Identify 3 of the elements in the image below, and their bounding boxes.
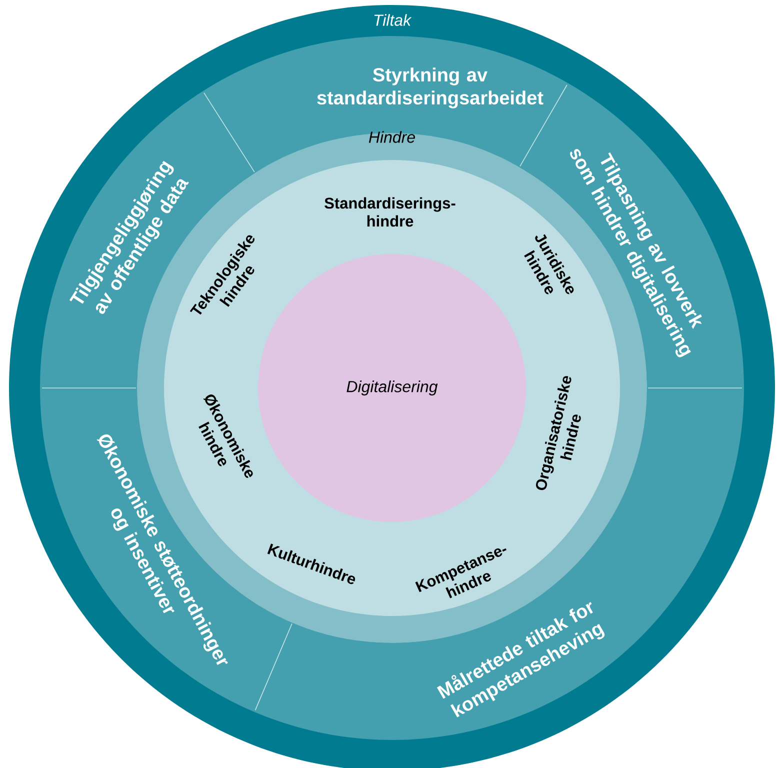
- ring-heading: Tiltak: [374, 14, 412, 26]
- ring-heading: Hindre: [368, 131, 415, 143]
- barrier-label: Standardiserings- hindre: [324, 197, 456, 227]
